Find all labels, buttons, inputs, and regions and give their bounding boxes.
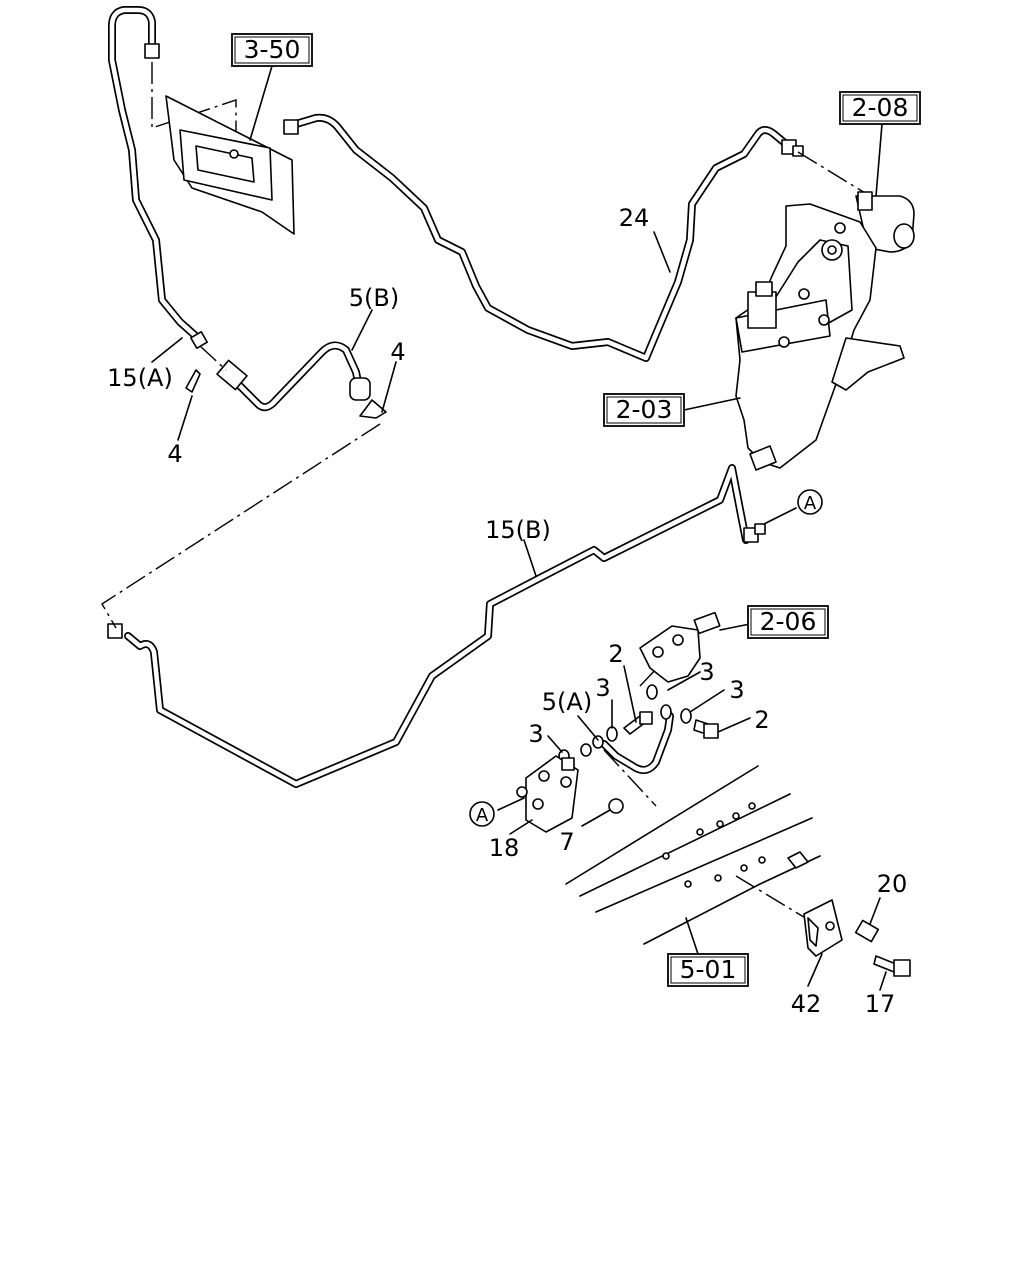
slave-cylinder: [639, 611, 721, 683]
callout-3-right: 3: [729, 676, 744, 704]
ref-box-2-03: 2-03: [603, 393, 685, 427]
callout-3-upper-left: 3: [595, 674, 610, 702]
clips: [185, 369, 387, 419]
ref-box-2-06: 2-06: [747, 605, 829, 639]
bracket-assembly: [165, 95, 295, 235]
pipe-15a: [108, 6, 208, 349]
pipe-24: [283, 113, 804, 362]
marker-a-upper-label: A: [804, 493, 817, 514]
hose-5b: [216, 341, 371, 412]
ref-label-5-01: 5-01: [680, 955, 737, 984]
pedal-assembly: [735, 203, 905, 471]
nut-7: [608, 798, 624, 814]
phantom-line-3: [101, 423, 381, 629]
marker-a-upper: A: [797, 489, 823, 515]
callout-15a: 15(A): [107, 364, 173, 392]
frame-rail: [565, 765, 821, 945]
ref-label-3-50: 3-50: [244, 35, 301, 64]
ref-label-2-03: 2-03: [616, 395, 673, 424]
callout-4-right: 4: [390, 338, 405, 366]
callout-5a: 5(A): [542, 688, 592, 716]
callout-17: 17: [865, 990, 896, 1018]
callout-5b: 5(B): [349, 284, 399, 312]
junction-block: [516, 755, 579, 833]
phantom-line-2: [199, 345, 227, 371]
callout-2-top: 2: [608, 640, 623, 668]
callout-4-left: 4: [167, 440, 182, 468]
ref-label-2-08: 2-08: [852, 93, 909, 122]
callout-3-left: 3: [528, 720, 543, 748]
phantom-line-4: [797, 151, 871, 197]
phantom-line-5: [603, 749, 657, 807]
leader-lines: [151, 65, 887, 991]
ref-box-2-08: 2-08: [839, 91, 921, 125]
callout-2-right: 2: [754, 706, 769, 734]
ref-box-3-50: 3-50: [231, 33, 313, 67]
pipe-15b: [107, 464, 766, 788]
callout-15b: 15(B): [485, 516, 551, 544]
marker-a-lower: A: [469, 801, 495, 827]
callout-42: 42: [791, 990, 822, 1018]
callout-3-upper-right: 3: [699, 658, 714, 686]
callout-20: 20: [877, 870, 908, 898]
callout-18: 18: [489, 834, 520, 862]
callout-7: 7: [559, 828, 574, 856]
ref-label-2-06: 2-06: [760, 607, 817, 636]
pipe-5a: [600, 712, 674, 774]
marker-a-lower-label: A: [476, 805, 489, 826]
bracket-42: [803, 899, 911, 977]
callout-24: 24: [619, 204, 650, 232]
bolts-and-washers: [558, 684, 719, 763]
ref-box-5-01: 5-01: [667, 953, 749, 987]
